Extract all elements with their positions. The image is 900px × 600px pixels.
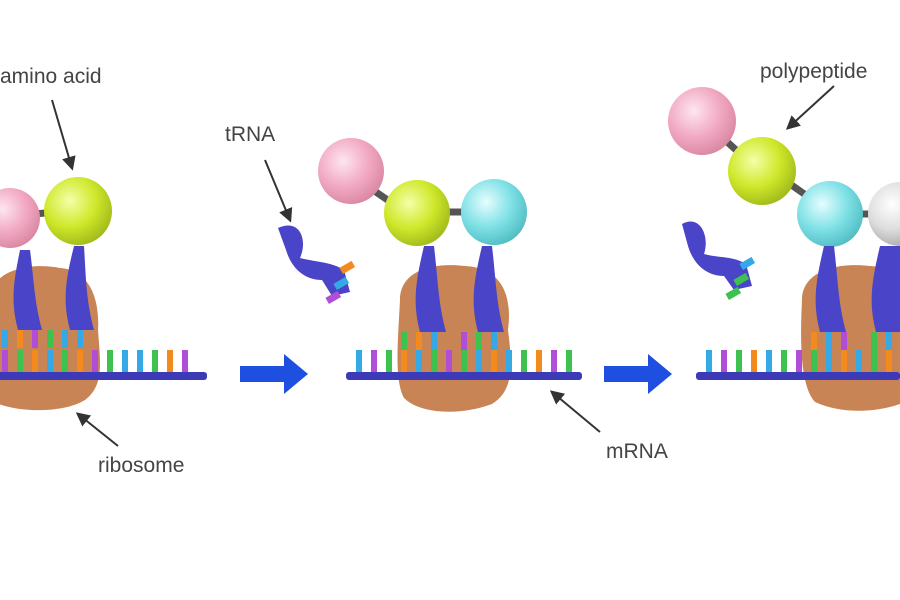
amino-acid-pink (0, 188, 40, 248)
trna-free-anticodon (325, 260, 356, 304)
panel-1-initial (0, 177, 207, 411)
amino-acid-pink (318, 138, 384, 204)
panel-2-incoming-trna (278, 138, 582, 412)
pointer-mrna (549, 390, 601, 433)
amino-acid-cyan (797, 181, 863, 247)
amino-acid-lime (728, 137, 796, 205)
trna-bound-2 (473, 246, 504, 332)
amino-acid-gray (868, 182, 900, 246)
mrna-bases (706, 350, 892, 372)
step-arrow-2 (604, 354, 672, 394)
trna-bound-2 (65, 246, 94, 330)
label-trna: tRNA (225, 123, 275, 146)
label-amino-acid: amino acid (0, 65, 102, 88)
trna-released (682, 221, 752, 290)
mrna-bases (2, 350, 188, 372)
trna-released-anticodon (725, 256, 756, 300)
amino-acid-lime (384, 180, 450, 246)
trna-bound-1 (815, 246, 846, 332)
anticodons-1 (2, 330, 83, 348)
trna-bound-2 (871, 246, 900, 332)
mrna-strand (346, 372, 582, 380)
mrna-bases (356, 350, 572, 372)
pointer-trna (264, 159, 293, 223)
mrna-strand (696, 372, 900, 380)
trna-free (278, 225, 350, 296)
mrna-strand (0, 372, 207, 380)
trna-bound-1 (13, 250, 42, 330)
pointer-ribosome (75, 412, 119, 447)
amino-acid-pink (668, 87, 736, 155)
amino-acid-lime (44, 177, 112, 245)
pointer-amino-acid (51, 99, 76, 171)
label-mrna: mRNA (606, 440, 668, 463)
anticodons-3 (811, 332, 892, 350)
label-polypeptide: polypeptide (760, 60, 867, 83)
trna-bound-1 (415, 246, 446, 332)
panel-3-elongation (668, 87, 900, 411)
pointer-polypeptide (785, 85, 835, 130)
step-arrow-1 (240, 354, 308, 394)
label-ribosome: ribosome (98, 454, 184, 477)
amino-acid-cyan (461, 179, 527, 245)
anticodons-2 (401, 332, 497, 350)
